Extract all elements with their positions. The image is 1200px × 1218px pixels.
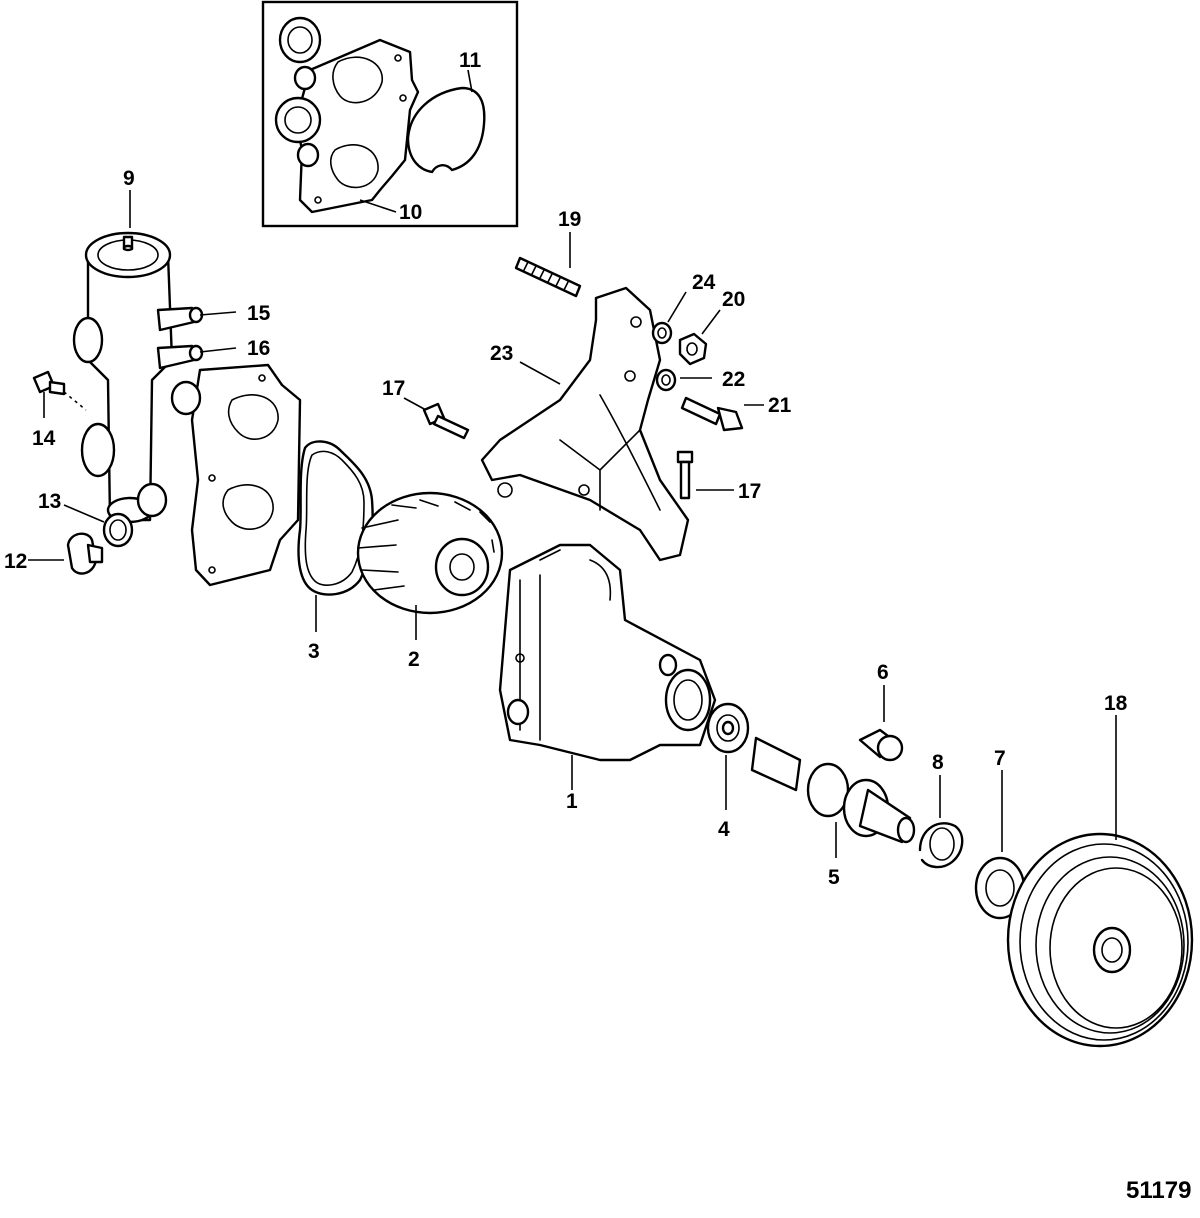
callout-8: 8	[932, 751, 944, 774]
callout-16: 16	[247, 337, 270, 360]
callout-10: 10	[399, 201, 422, 224]
callout-9: 9	[123, 167, 135, 190]
callout-7: 7	[994, 747, 1006, 770]
alternate-pump-cover-10	[274, 16, 420, 214]
hose-fitting-15	[156, 306, 204, 332]
callout-2: 2	[408, 648, 420, 671]
callout-4: 4	[718, 818, 730, 841]
callout-6: 6	[877, 661, 889, 684]
callout-1: 1	[566, 790, 578, 813]
seal-4	[706, 702, 750, 754]
shaft-bearing-assembly-5	[750, 736, 916, 844]
callout-22: 22	[722, 368, 745, 391]
callout-3: 3	[308, 640, 320, 663]
o-ring-13	[102, 512, 134, 548]
callout-17-lower: 17	[738, 480, 761, 503]
inset-detail-box: 11 10	[261, 0, 519, 228]
callout-5: 5	[828, 866, 840, 889]
bolt-21	[680, 396, 744, 432]
seawater-pump-body-1	[498, 543, 717, 762]
pulley-18	[1006, 832, 1194, 1048]
impeller-2	[356, 491, 504, 615]
callout-15: 15	[247, 302, 271, 325]
callout-21: 21	[768, 394, 792, 417]
retaining-ring-8	[918, 822, 964, 869]
pump-cover-plate	[136, 363, 302, 587]
callout-14: 14	[32, 427, 56, 450]
screw-14	[32, 370, 66, 396]
mounting-bracket-23	[480, 286, 690, 562]
lockwasher-22	[655, 368, 677, 392]
figure-number: 51179	[1126, 1177, 1191, 1204]
screw-17-upper	[422, 402, 470, 440]
callout-11: 11	[459, 49, 482, 72]
thermostat-housing-9	[72, 231, 174, 524]
hose-fitting-16	[156, 344, 204, 370]
washer-24	[651, 321, 673, 345]
drain-plug-12	[66, 532, 104, 575]
callout-18: 18	[1104, 692, 1128, 715]
stud-19	[514, 256, 582, 298]
callout-19: 19	[558, 208, 581, 231]
gasket-3	[297, 440, 374, 596]
callout-17-upper: 17	[382, 377, 405, 400]
callout-20: 20	[722, 288, 745, 311]
callout-12: 12	[4, 550, 27, 573]
sleeve-6	[858, 728, 904, 762]
screw-17-lower	[676, 450, 694, 500]
callout-23: 23	[490, 342, 513, 365]
callout-24: 24	[692, 271, 716, 294]
callout-13: 13	[38, 490, 61, 513]
alternate-gasket-11	[406, 86, 486, 174]
nut-20	[678, 332, 708, 366]
